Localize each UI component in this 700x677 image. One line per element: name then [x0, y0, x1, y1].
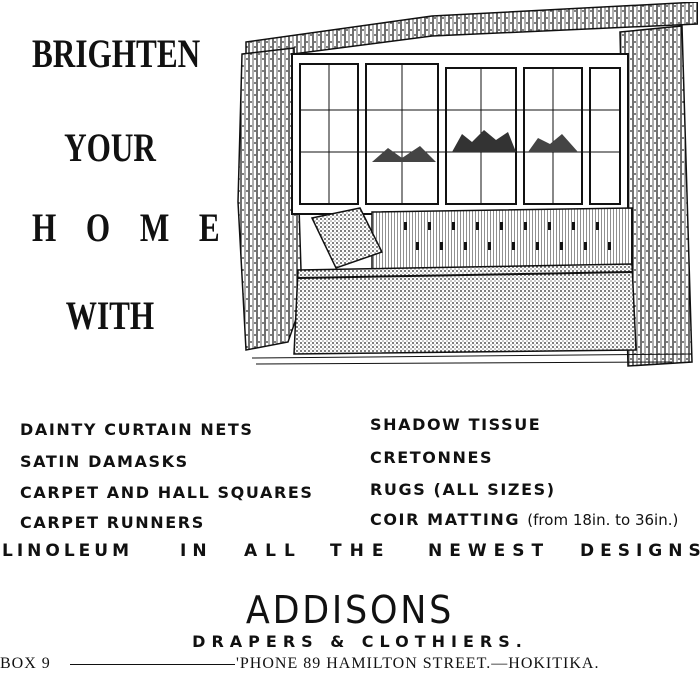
- store-name: ADDISONS: [245, 588, 455, 632]
- headline-brighten: BRIGHTEN: [32, 31, 201, 76]
- linoleum-word-1: LINOLEUM: [2, 541, 134, 561]
- headline-your: YOUR: [64, 125, 156, 170]
- goods-right-4: COIR MATTING (from 18in. to 36in.): [370, 510, 678, 529]
- footer-rule: [70, 664, 235, 665]
- headline-with: WITH: [65, 293, 155, 338]
- goods-right-4-label: COIR MATTING: [370, 510, 521, 529]
- linoleum-word-3: ALL: [244, 541, 303, 561]
- goods-right-3: RUGS (ALL SIZES): [370, 480, 556, 499]
- store-tagline: DRAPERS & CLOTHIERS.: [192, 632, 528, 651]
- linoleum-word-6: DESIGNS: [580, 541, 700, 561]
- goods-left-3: CARPET AND HALL SQUARES: [20, 483, 314, 502]
- goods-right-4-note: (from 18in. to 36in.): [527, 511, 679, 529]
- linoleum-word-2: IN: [180, 541, 213, 561]
- footer-phone: 'PHONE 89 HAMILTON STREET.—HOKITIKA.: [236, 655, 600, 672]
- goods-right-2: CRETONNES: [370, 448, 494, 467]
- footer-box: BOX 9: [0, 655, 51, 672]
- goods-right-1: SHADOW TISSUE: [370, 415, 542, 434]
- headline-home: H O M E: [32, 205, 231, 250]
- goods-left-2: SATIN DAMASKS: [20, 452, 189, 471]
- goods-left-1: DAINTY CURTAIN NETS: [20, 420, 254, 439]
- linoleum-word-4: THE: [330, 541, 392, 561]
- goods-left-4: CARPET RUNNERS: [20, 513, 205, 532]
- linoleum-word-5: NEWEST: [428, 541, 551, 561]
- window-seat-illustration: [237, 2, 698, 367]
